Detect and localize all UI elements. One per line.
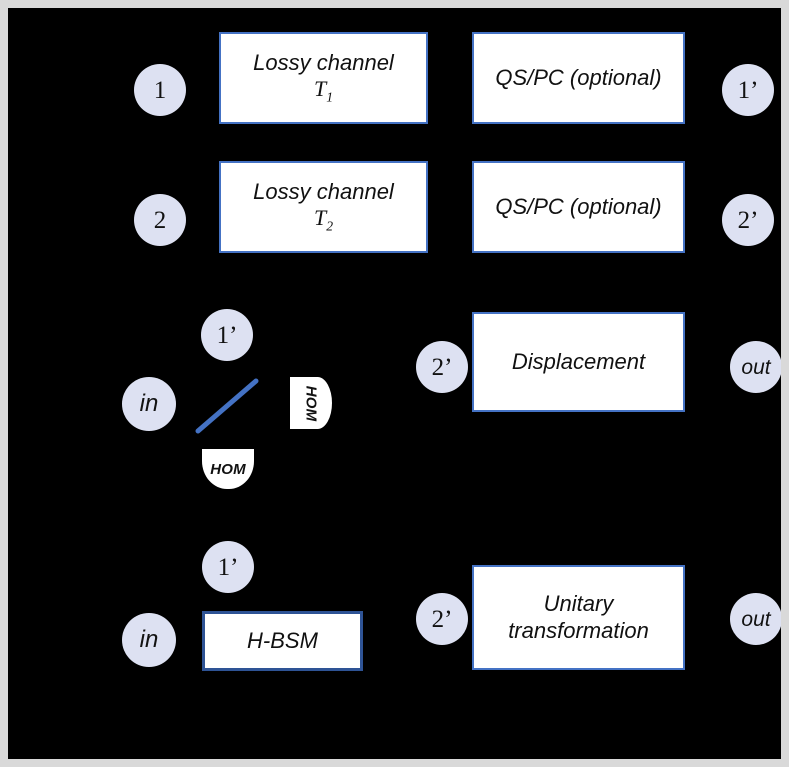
- box-h-bsm[interactable]: H-BSM: [202, 611, 363, 671]
- box-qs-pc-2[interactable]: QS/PC (optional): [472, 161, 685, 253]
- box-lossy-channel-1-label: Lossy channel T1: [243, 50, 404, 107]
- node-row3-1-prime[interactable]: 1’: [201, 309, 253, 361]
- detector-hom-bottom-label: HOM: [210, 460, 246, 478]
- beamsplitter-icon: [195, 378, 259, 434]
- box-unitary-transformation-label: Unitary transformation: [498, 591, 659, 645]
- lossy-channel-1-sub: 1: [326, 89, 334, 105]
- box-unitary-transformation[interactable]: Unitary transformation: [472, 565, 685, 670]
- lossy-channel-1-var: T: [313, 76, 327, 102]
- lossy-channel-1-title: Lossy channel: [253, 49, 394, 75]
- node-output-2-prime[interactable]: 2’: [722, 194, 774, 246]
- box-displacement-label: Displacement: [511, 348, 646, 374]
- unitary-line-1: Unitary: [543, 590, 614, 616]
- box-lossy-channel-1[interactable]: Lossy channel T1: [219, 32, 428, 124]
- node-row3-2-prime[interactable]: 2’: [416, 341, 468, 393]
- diagram-canvas: 1 Lossy channel T1 QS/PC (optional) 1’ 2…: [8, 8, 781, 759]
- box-h-bsm-label: H-BSM: [247, 627, 318, 653]
- box-qs-pc-1[interactable]: QS/PC (optional): [472, 32, 685, 124]
- node-row4-in[interactable]: in: [122, 613, 176, 667]
- node-output-1-prime[interactable]: 1’: [722, 64, 774, 116]
- node-row4-1-prime[interactable]: 1’: [202, 541, 254, 593]
- node-input-2[interactable]: 2: [134, 194, 186, 246]
- node-row4-out[interactable]: out: [730, 593, 781, 645]
- box-qs-pc-1-label: QS/PC (optional): [495, 64, 662, 90]
- node-row3-out[interactable]: out: [730, 341, 781, 393]
- detector-hom-bottom[interactable]: HOM: [202, 449, 254, 489]
- box-qs-pc-2-label: QS/PC (optional): [495, 193, 662, 219]
- node-row3-in[interactable]: in: [122, 377, 176, 431]
- node-input-1[interactable]: 1: [134, 64, 186, 116]
- lossy-channel-2-title: Lossy channel: [253, 178, 394, 204]
- lossy-channel-2-var: T: [313, 205, 327, 231]
- detector-hom-right-label: HOM: [302, 385, 320, 421]
- unitary-line-2: transformation: [508, 617, 649, 643]
- box-displacement[interactable]: Displacement: [472, 312, 685, 412]
- box-lossy-channel-2[interactable]: Lossy channel T2: [219, 161, 428, 253]
- box-lossy-channel-2-label: Lossy channel T2: [243, 179, 404, 236]
- detector-hom-right[interactable]: HOM: [290, 377, 332, 429]
- node-row4-2-prime[interactable]: 2’: [416, 593, 468, 645]
- lossy-channel-2-sub: 2: [326, 218, 334, 234]
